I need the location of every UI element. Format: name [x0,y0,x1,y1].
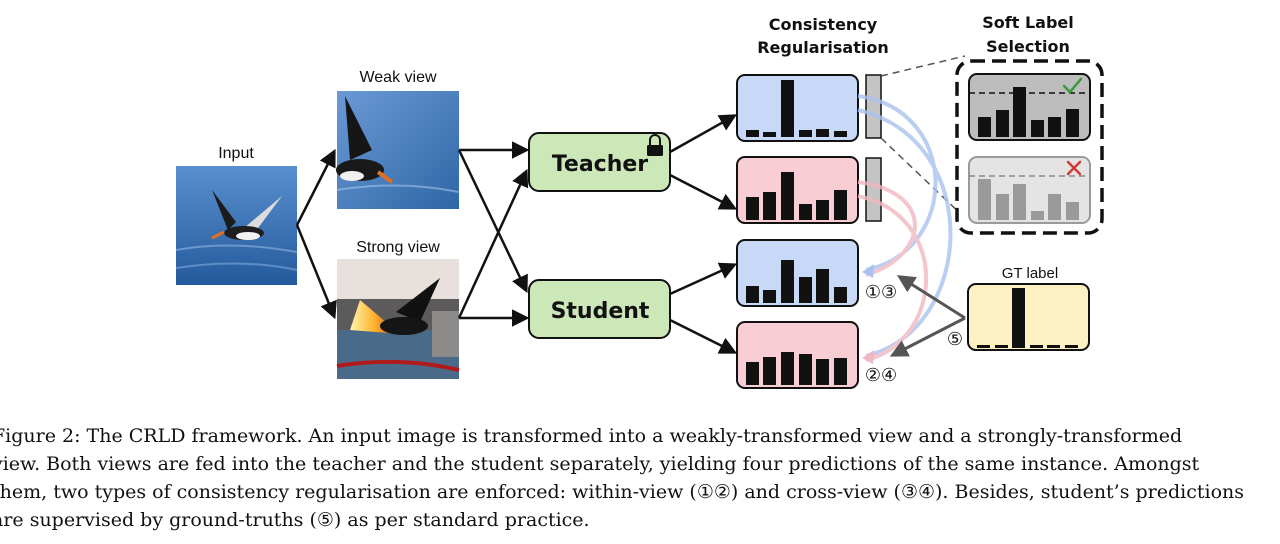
caption-line-4: are supervised by ground-truths (⑤) as p… [0,509,590,531]
gt-label-title: GT label [1002,265,1058,282]
teacher-strong-selector-bar [865,157,882,222]
weak-view-image [336,91,460,209]
marker-within-cross-weak: ①③ [865,282,897,303]
student-strong-prediction [736,321,859,389]
weak-view-label: Weak view [359,69,437,86]
student-weak-prediction [736,239,859,307]
accepted-soft-label [968,73,1091,141]
caption-line-2: view. Both views are fed into the teache… [0,453,1200,475]
student-label: Student [551,299,650,324]
student-box [528,279,671,339]
teacher-weak-selector-bar [865,74,882,139]
flow-arrows [295,114,738,354]
soft-label-header-line1: Soft Label [982,13,1073,32]
consistency-arrowheads [862,264,874,364]
figure-caption: Figure 2: The CRLD framework. An input i… [0,422,1280,534]
cross-icon [1066,160,1082,176]
teacher-label: Teacher [552,152,648,177]
input-label: Input [218,145,254,162]
gt-label-box [967,283,1090,351]
zoom-line-top [880,55,966,77]
marker-within-cross-strong: ②④ [865,365,897,386]
check-icon [1062,77,1083,94]
marker-gt-supervision: ⑤ [947,329,963,350]
zoom-line-bottom [880,137,966,219]
teacher-box [528,132,671,192]
lock-icon [647,134,663,156]
crld-framework-diagram: Input Weak view Strong view Consistency … [175,13,1104,389]
caption-line-3: them, two types of consistency regularis… [0,481,1245,503]
input-image [175,166,298,285]
caption-line-1: Figure 2: The CRLD framework. An input i… [0,425,1183,447]
consistency-header-line1: Consistency [769,15,878,34]
rejected-soft-label [968,156,1091,224]
teacher-weak-prediction [736,74,859,142]
gt-supervision-arrows [889,275,966,357]
consistency-header-line2: Regularisation [757,38,889,57]
strong-view-label: Strong view [356,239,440,256]
teacher-strong-prediction [736,156,859,224]
strong-view-image [336,259,460,379]
soft-label-header-line2: Selection [986,37,1070,56]
